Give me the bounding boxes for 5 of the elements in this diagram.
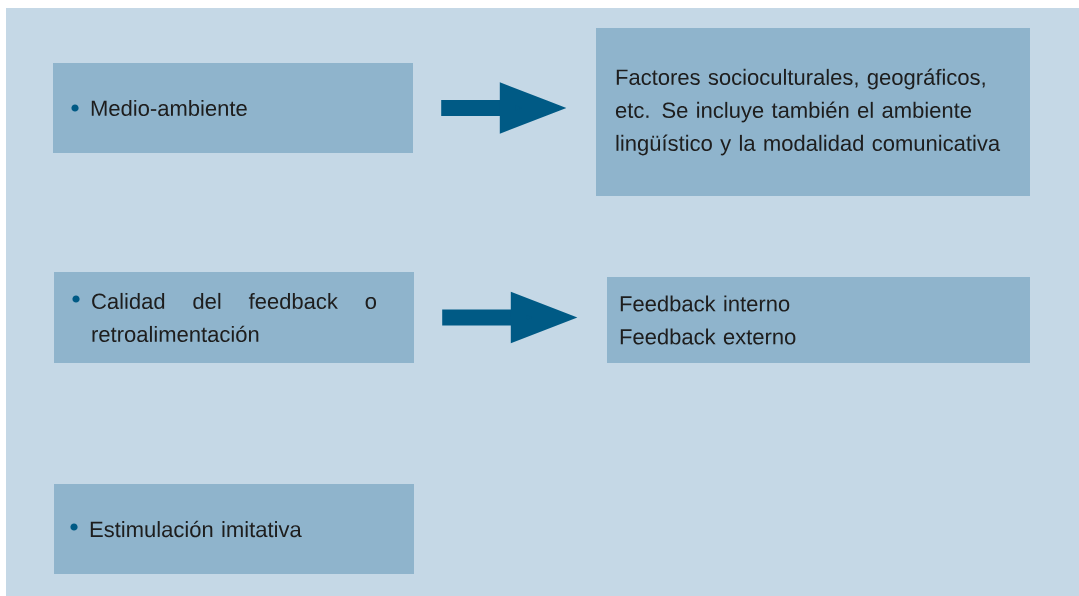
text-box: Factores socioculturales, geográficos, etc. Se incluye también el ambiente lingüístico y la modalidad comunicativa [596, 28, 1030, 196]
text-box: Medio-ambiente [53, 63, 413, 153]
text-box: Estimulación imitativa [54, 484, 414, 574]
text-box: Calidad del feedback o retroalimentación [54, 272, 414, 363]
text-box: Feedback interno Feedback externo [607, 277, 1030, 363]
